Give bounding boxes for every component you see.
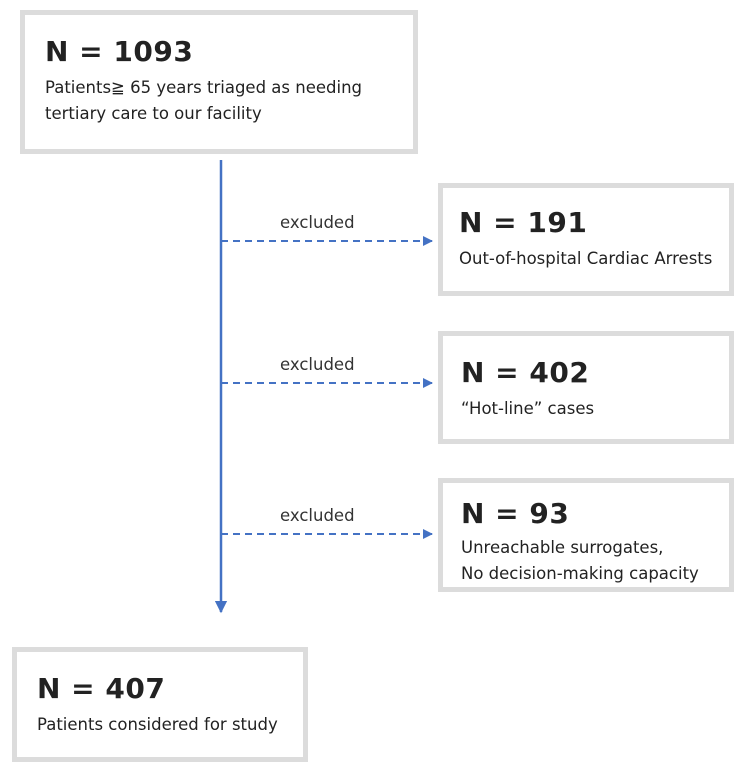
exclusion-desc-1-line-1: Out-of-hospital Cardiac Arrests: [459, 249, 713, 268]
exclusion-label-2: excluded: [280, 355, 355, 374]
exclusion-box-2: N = 402 “Hot-line” cases: [438, 331, 734, 444]
result-desc-line-1: Patients considered for study: [37, 715, 278, 734]
exclusion-desc-3-line-2: No decision-making capacity: [461, 564, 699, 583]
result-count: N = 407: [37, 672, 166, 705]
exclusion-label-1: excluded: [280, 213, 355, 232]
exclusion-count-1: N = 191: [459, 206, 588, 239]
exclusion-desc-2-line-1: “Hot-line” cases: [461, 399, 595, 418]
start-desc-line-2: tertiary care to our facility: [45, 104, 262, 123]
start-desc-line-1: Patients≧ 65 years triaged as needing: [45, 78, 363, 97]
exclusion-label-3: excluded: [280, 506, 355, 525]
start-box: N = 1093 Patients≧ 65 years triaged as n…: [20, 10, 418, 154]
exclusion-desc-3-line-1: Unreachable surrogates,: [461, 538, 664, 557]
start-count: N = 1093: [45, 35, 194, 68]
exclusion-box-1: N = 191 Out-of-hospital Cardiac Arrests: [438, 183, 734, 296]
exclusion-box-3: N = 93 Unreachable surrogates, No decisi…: [438, 478, 734, 592]
exclusion-count-3: N = 93: [461, 497, 570, 530]
result-box: N = 407 Patients considered for study: [12, 647, 308, 762]
exclusion-count-2: N = 402: [461, 356, 590, 389]
